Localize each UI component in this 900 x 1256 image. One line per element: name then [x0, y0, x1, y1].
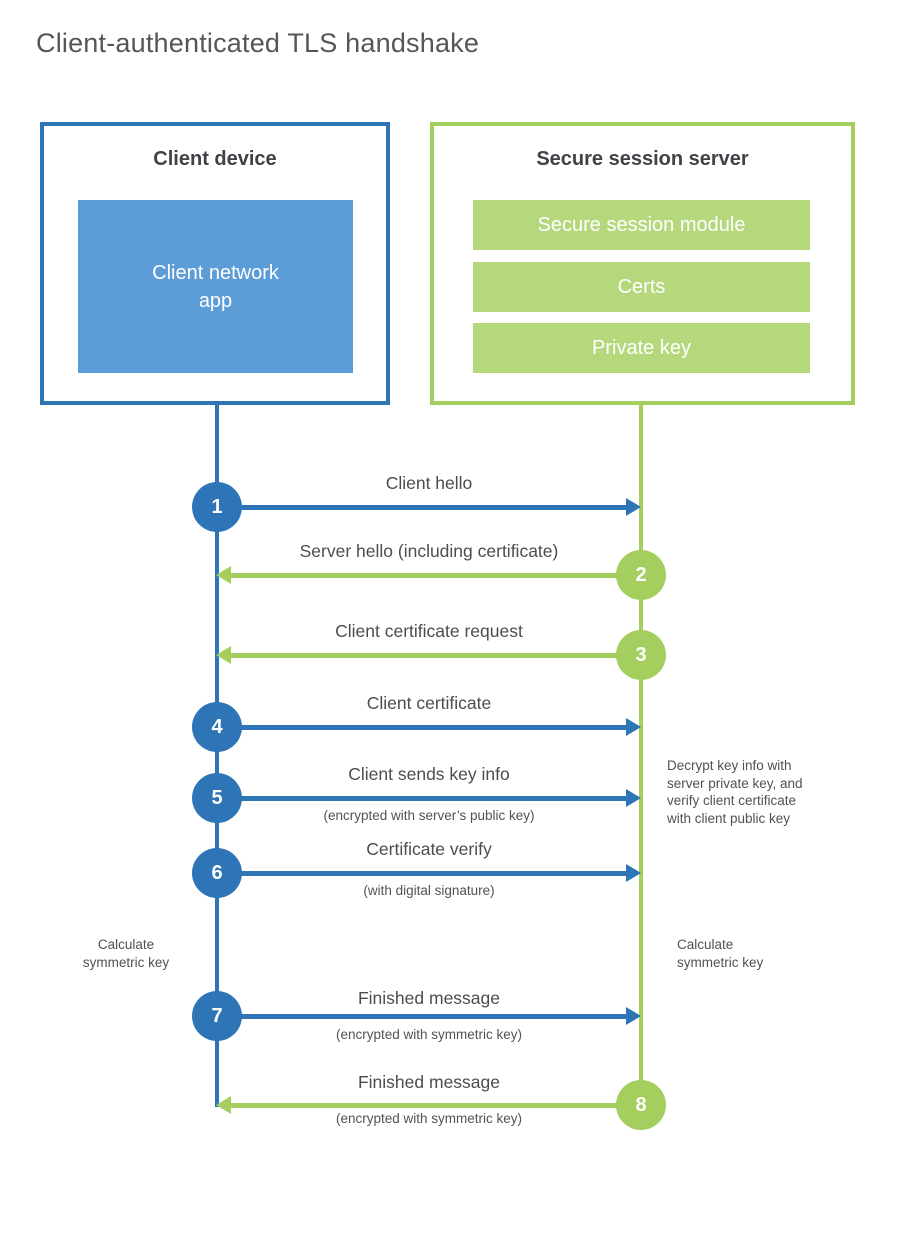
client-device-box: Client device Client network app — [40, 122, 390, 405]
arrow-shaft — [217, 505, 629, 510]
client-network-app-box: Client network app — [78, 200, 353, 373]
message-label: Certificate verify — [366, 839, 492, 859]
message-label: Finished message — [357, 988, 501, 1008]
message-sublabel: (encrypted with symmetric key) — [335, 1111, 523, 1126]
arrow-head-right-icon — [626, 1007, 641, 1025]
server-module-secure-session: Secure session module — [473, 200, 810, 250]
arrow-shaft — [229, 1103, 641, 1108]
step-circle: 5 — [192, 773, 242, 823]
secure-session-server-box: Secure session server Secure session mod… — [430, 122, 855, 405]
message-label: Client sends key info — [348, 764, 510, 784]
server-module-certs: Certs — [473, 262, 810, 312]
step-circle: 7 — [192, 991, 242, 1041]
message-label: Client certificate request — [335, 621, 523, 641]
arrow-shaft — [229, 573, 641, 578]
step-circle: 8 — [616, 1080, 666, 1130]
arrow-head-left-icon — [216, 646, 231, 664]
message-sublabel: (with digital signature) — [363, 883, 495, 898]
step-circle: 6 — [192, 848, 242, 898]
server-module-private-key: Private key — [473, 323, 810, 373]
server-decrypt-key-info-note: Decrypt key info with server private key… — [667, 758, 803, 826]
arrow-head-left-icon — [216, 1096, 231, 1114]
step-circle: 4 — [192, 702, 242, 752]
message-label: Client hello — [385, 473, 473, 493]
message-label: Client certificate — [366, 693, 492, 713]
arrow-head-right-icon — [626, 864, 641, 882]
client-device-header: Client device — [153, 148, 277, 170]
arrow-head-left-icon — [216, 566, 231, 584]
arrow-shaft — [229, 653, 641, 658]
arrow-shaft — [217, 871, 629, 876]
message-label: Server hello (including certificate) — [299, 541, 559, 561]
secure-session-server-header: Secure session server — [536, 148, 749, 170]
arrow-shaft — [217, 725, 629, 730]
client-lifeline — [215, 405, 219, 1107]
step-circle: 3 — [616, 630, 666, 680]
step-circle: 2 — [616, 550, 666, 600]
arrow-head-right-icon — [626, 789, 641, 807]
page-title: Client-authenticated TLS handshake — [36, 28, 480, 58]
server-calculate-symmetric-key-note: Calculate symmetric key — [677, 937, 764, 970]
message-sublabel: (encrypted with symmetric key) — [335, 1027, 523, 1042]
step-circle: 1 — [192, 482, 242, 532]
server-lifeline — [639, 405, 643, 1105]
message-label: Finished message — [357, 1072, 501, 1092]
arrow-head-right-icon — [626, 498, 641, 516]
arrow-shaft — [217, 1014, 629, 1019]
message-sublabel: (encrypted with server’s public key) — [323, 808, 535, 823]
arrow-shaft — [217, 796, 629, 801]
arrow-head-right-icon — [626, 718, 641, 736]
client-calculate-symmetric-key-note: Calculate symmetric key — [82, 937, 170, 970]
